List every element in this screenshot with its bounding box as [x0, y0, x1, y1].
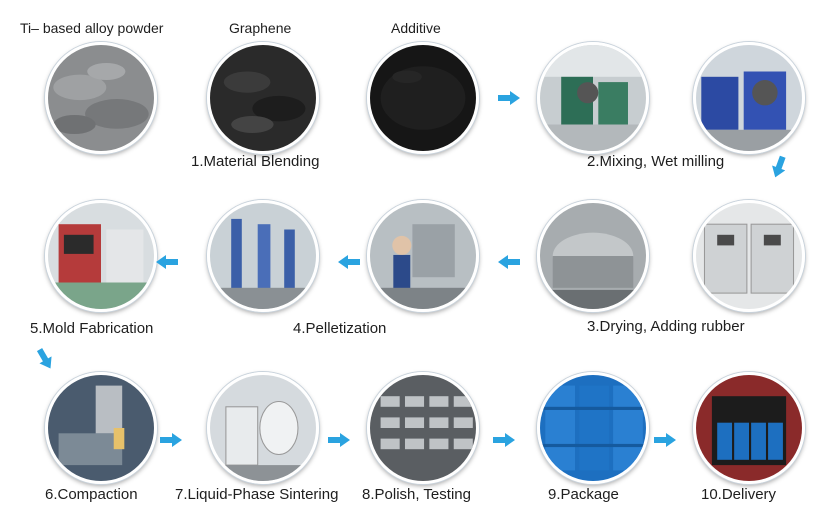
- rubber-mixer-photo: [537, 200, 649, 312]
- compaction-photo: [45, 372, 157, 484]
- step-2-label: 2.Mixing, Wet milling: [587, 153, 725, 170]
- sintering-furnace-photo: [207, 372, 319, 484]
- graphene-photo: [207, 42, 319, 154]
- package-barrels-photo: [537, 372, 649, 484]
- wet-milling-photo: [693, 42, 805, 154]
- arrow-down-icon: [33, 346, 56, 372]
- arrow-right-icon: [160, 433, 182, 447]
- step-4-label: 4.Pelletization: [293, 320, 387, 337]
- arrow-right-icon: [328, 433, 350, 447]
- additive-label: Additive: [391, 20, 441, 36]
- polish-testing-photo: [367, 372, 479, 484]
- step-8-label: 8.Polish, Testing: [362, 486, 471, 503]
- arrow-left-icon: [498, 255, 520, 269]
- additive-photo: [367, 42, 479, 154]
- arrow-left-icon: [338, 255, 360, 269]
- graphene-label: Graphene: [229, 20, 292, 36]
- step-3-label: 3.Drying, Adding rubber: [587, 318, 745, 335]
- arrow-left-icon: [156, 255, 178, 269]
- arrow-down-icon: [769, 154, 790, 179]
- step-7-label: 7.Liquid-Phase Sintering: [175, 486, 339, 503]
- mold-fabrication-photo: [45, 200, 157, 312]
- drying-worker-photo: [367, 200, 479, 312]
- drying-oven-photo: [693, 200, 805, 312]
- arrow-right-icon: [493, 433, 515, 447]
- ti-powder-photo: [45, 42, 157, 154]
- step-10-label: 10.Delivery: [701, 486, 777, 503]
- step-6-label: 6.Compaction: [45, 486, 138, 503]
- arrow-right-icon: [654, 433, 676, 447]
- step-9-label: 9.Package: [548, 486, 619, 503]
- step-1-label: 1.Material Blending: [191, 153, 320, 170]
- step-5-label: 5.Mold Fabrication: [30, 320, 154, 337]
- pelletization-photo: [207, 200, 319, 312]
- mixing-machine-photo: [537, 42, 649, 154]
- ti-powder-label: Ti– based alloy powder: [20, 20, 164, 36]
- arrow-right-icon: [498, 91, 520, 105]
- delivery-container-photo: [693, 372, 805, 484]
